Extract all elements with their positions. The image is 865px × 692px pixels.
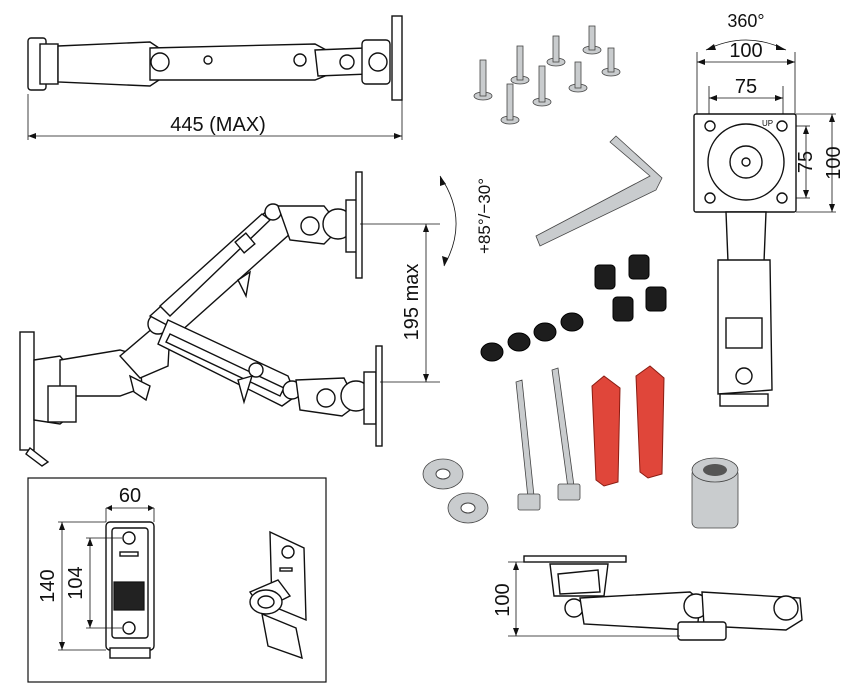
tilt-range-label: +85°/−30° [475,178,494,254]
plate-height-label: 140 [37,569,59,602]
plate-width-label: 60 [119,485,141,507]
arm-range-view: 195 max +85°/−30° [19,171,494,467]
m-screws [473,25,621,125]
height-range-label: 195 max [401,264,423,341]
short-spacers [480,312,584,362]
wall-plate-detail: 60 140 104 [27,477,327,683]
hardware-kit [422,25,739,529]
inner-height-label: 75 [795,151,817,173]
up-label: UP [762,119,773,128]
lag-screws [515,367,581,511]
washers [422,458,489,524]
hole-spacing-label: 104 [65,566,87,599]
vesa-plate-detail: 360° 100 75 UP 75 100 [693,11,845,407]
rotation-label: 360° [727,11,764,31]
outer-height-label: 100 [823,146,845,179]
bottom-height-label: 100 [492,583,514,616]
sleeve [691,457,739,529]
tall-spacers [594,254,667,322]
side-view-arm: 445 (MAX) [27,15,403,140]
outer-width-label: 100 [729,40,762,62]
allen-key [535,135,663,247]
side-width-label: 445 (MAX) [170,114,266,136]
wall-anchors [591,365,665,487]
bottom-view-arm: 100 [492,555,803,641]
inner-width-label: 75 [735,76,757,98]
